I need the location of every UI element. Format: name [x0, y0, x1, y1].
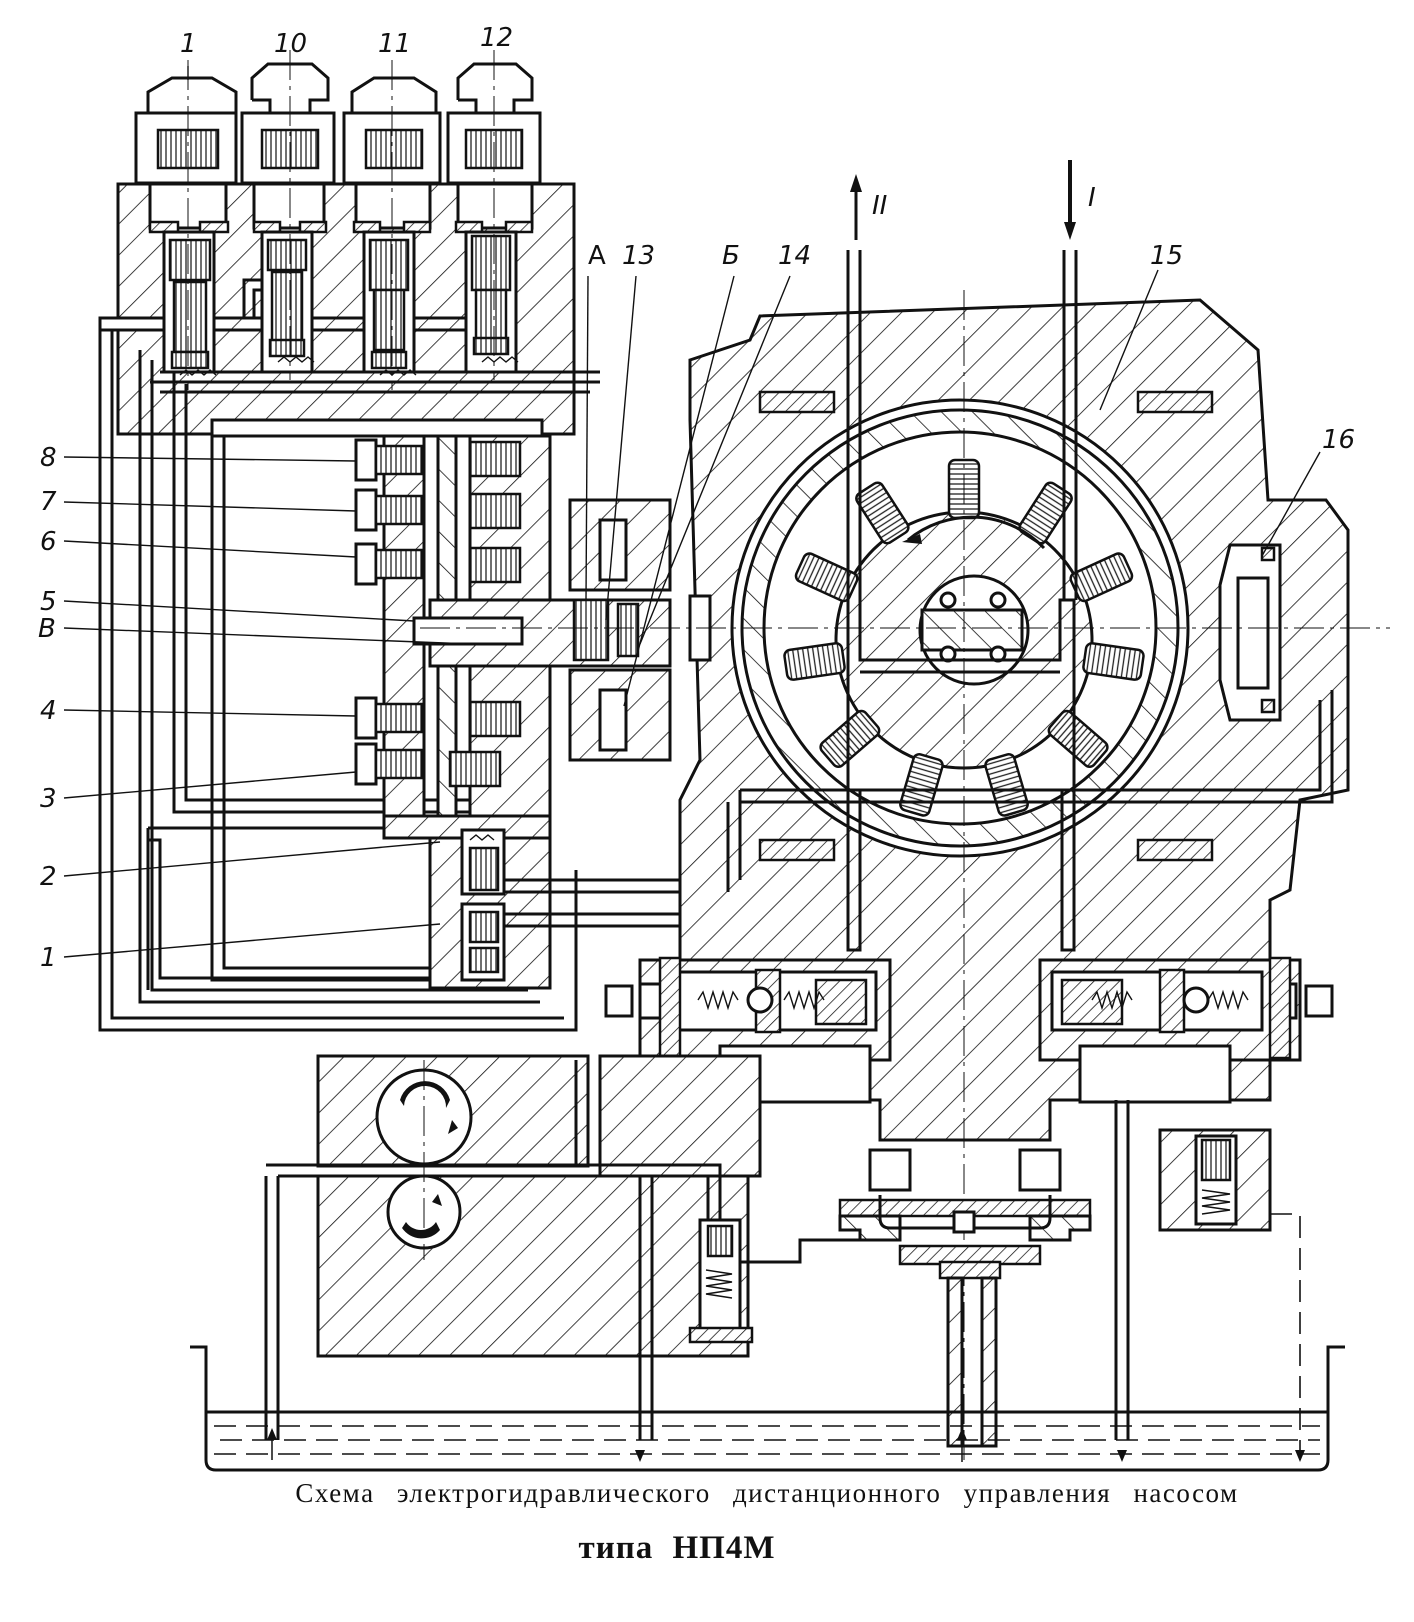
label-16: 16: [1322, 425, 1355, 455]
label-6: 6: [40, 527, 57, 557]
label-2: 2: [40, 862, 57, 892]
control-lines: [98, 318, 578, 1032]
rotor-piston: [819, 709, 881, 768]
label-3: 3: [40, 784, 57, 814]
label-4: 4: [40, 696, 57, 726]
label-inlet-I: I: [1088, 183, 1096, 213]
solenoid-1: [134, 76, 238, 230]
control-block: [210, 418, 840, 990]
screw-4: [354, 696, 522, 740]
screw-6: [354, 542, 522, 586]
label-5: 5: [40, 587, 57, 617]
rotor-piston: [783, 642, 846, 681]
valve-1: [460, 902, 506, 982]
screw-7: [354, 488, 522, 532]
gear-pump: [264, 1054, 880, 1440]
screw-8: [354, 438, 522, 482]
label-1: 1: [40, 943, 57, 973]
flow-arrow-outlet: [850, 174, 862, 240]
flow-arrow-inlet: [1064, 160, 1076, 240]
screw-3: [354, 742, 502, 788]
label-8: 8: [40, 443, 57, 473]
labels: 1 10 11 12 А 13 Б 14 15 16 II I 8 7 6 5 …: [38, 23, 1355, 973]
label-14: 14: [778, 241, 811, 271]
drain-valve: [1114, 1100, 1301, 1460]
label-solenoid-1: 1: [180, 29, 197, 59]
label-B-upper: Б: [722, 241, 740, 271]
leader-lines: [63, 66, 1321, 958]
rotor-piston: [794, 552, 859, 603]
valve-2: [460, 828, 506, 896]
suction-assembly: [838, 1148, 1092, 1448]
label-A: А: [588, 241, 606, 271]
label-solenoid-11: 11: [378, 29, 411, 59]
caption-title: Схема электрогидравлического дистанционн…: [295, 1478, 1239, 1508]
label-outlet-II: II: [872, 191, 887, 221]
caption-subtitle: типа НП4М: [578, 1530, 776, 1566]
solenoid-11: [342, 76, 442, 230]
rotor-piston: [1047, 709, 1109, 768]
label-15: 15: [1150, 241, 1183, 271]
rotor-pistons: [783, 458, 1145, 817]
label-solenoid-10: 10: [274, 29, 307, 59]
rotor-piston: [1082, 642, 1145, 681]
solenoid-10: [240, 62, 336, 230]
solenoid-block: [98, 50, 600, 436]
relief-valve-right: [1038, 956, 1334, 1104]
label-13: 13: [622, 241, 655, 271]
label-B: В: [38, 614, 56, 644]
label-7: 7: [40, 487, 57, 517]
rotor-piston: [855, 481, 910, 545]
pump-housing: [678, 250, 1350, 1142]
oil-tank: [190, 1345, 1345, 1472]
label-solenoid-12: 12: [480, 23, 513, 53]
